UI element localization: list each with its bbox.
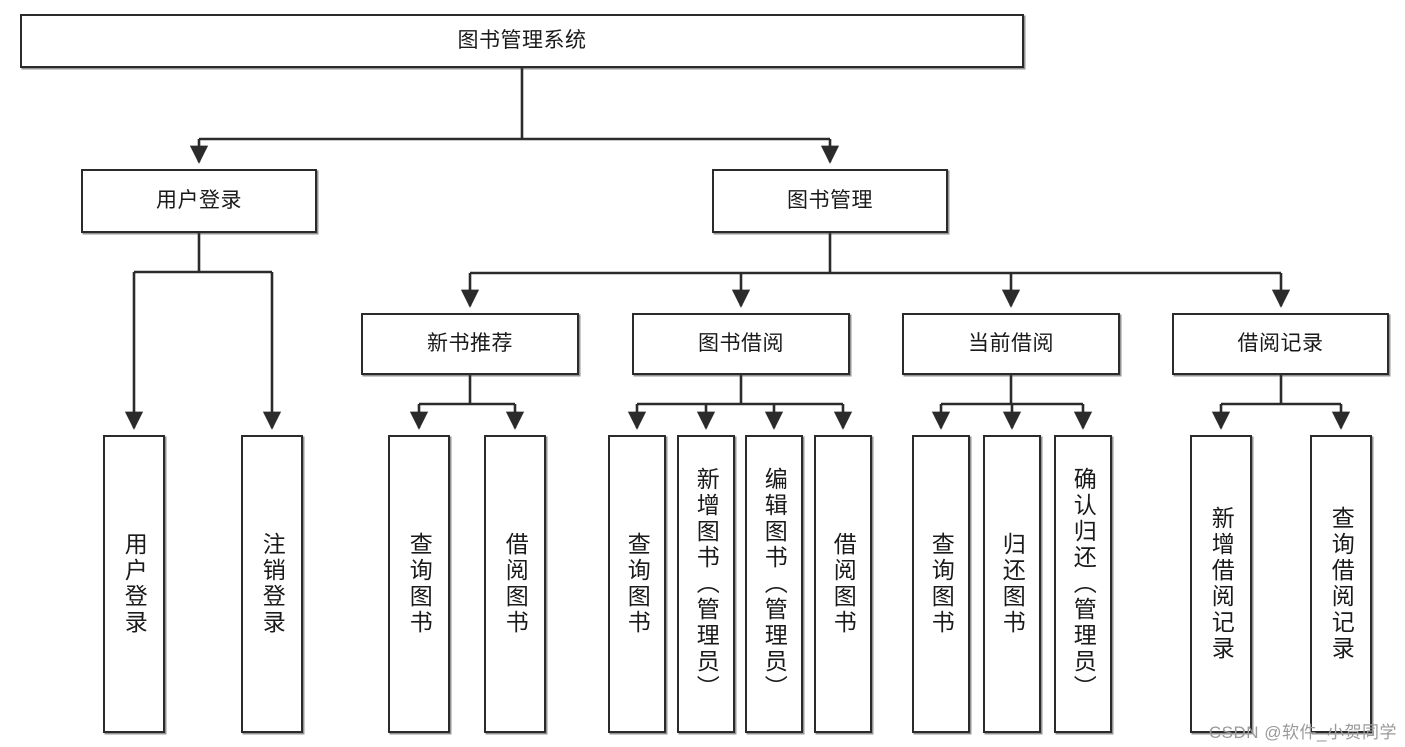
node-leaf-return-book[interactable]: 归还图书 (983, 435, 1041, 733)
node-leaf-logout[interactable]: 注销登录 (241, 435, 303, 733)
node-current-borrow[interactable]: 当前借阅 (902, 313, 1120, 375)
node-root[interactable]: 图书管理系统 (20, 14, 1024, 68)
csdn-watermark: CSDN @软件_小贺同学 (1208, 723, 1397, 742)
node-leaf-user-login[interactable]: 用户登录 (103, 435, 165, 733)
node-leaf-confirm-return[interactable]: 确认归还（管理员） (1054, 435, 1112, 733)
node-new-book-rec-label: 新书推荐 (427, 331, 513, 355)
node-leaf-add-book-label: 新增图书（管理员） (693, 467, 720, 701)
node-leaf-query-book-rec[interactable]: 查询图书 (388, 435, 450, 733)
node-leaf-edit-book-label: 编辑图书（管理员） (761, 467, 788, 701)
node-leaf-add-record-label: 新增借阅记录 (1208, 506, 1235, 662)
node-user-login[interactable]: 用户登录 (81, 169, 317, 233)
node-leaf-query-book-b[interactable]: 查询图书 (608, 435, 666, 733)
node-current-borrow-label: 当前借阅 (968, 331, 1054, 355)
node-borrow-record[interactable]: 借阅记录 (1172, 313, 1389, 375)
node-leaf-logout-label: 注销登录 (259, 532, 286, 636)
node-book-manage-label: 图书管理 (787, 188, 873, 212)
node-leaf-query-book-c[interactable]: 查询图书 (912, 435, 970, 733)
node-borrow-record-label: 借阅记录 (1237, 331, 1324, 355)
node-leaf-borrow-book-rec[interactable]: 借阅图书 (484, 435, 546, 733)
node-leaf-add-record[interactable]: 新增借阅记录 (1190, 435, 1252, 733)
node-leaf-borrow-book-rec-label: 借阅图书 (502, 532, 529, 636)
node-leaf-user-login-label: 用户登录 (121, 532, 148, 636)
node-leaf-edit-book[interactable]: 编辑图书（管理员） (745, 435, 803, 733)
node-leaf-query-book-b-label: 查询图书 (624, 532, 651, 636)
node-leaf-query-book-c-label: 查询图书 (928, 532, 955, 636)
node-user-login-label: 用户登录 (156, 188, 242, 212)
node-leaf-confirm-return-label: 确认归还（管理员） (1070, 467, 1097, 701)
node-leaf-borrow-book-b[interactable]: 借阅图书 (814, 435, 872, 733)
node-leaf-return-book-label: 归还图书 (999, 532, 1026, 636)
node-leaf-borrow-book-b-label: 借阅图书 (830, 532, 857, 636)
node-book-borrow[interactable]: 图书借阅 (632, 313, 850, 375)
node-book-manage[interactable]: 图书管理 (712, 169, 948, 233)
node-book-borrow-label: 图书借阅 (698, 331, 784, 355)
node-leaf-query-record-label: 查询借阅记录 (1328, 506, 1355, 662)
node-leaf-query-book-rec-label: 查询图书 (406, 532, 433, 636)
node-new-book-rec[interactable]: 新书推荐 (361, 313, 579, 375)
node-root-label: 图书管理系统 (457, 28, 587, 52)
node-leaf-query-record[interactable]: 查询借阅记录 (1310, 435, 1372, 733)
node-leaf-add-book[interactable]: 新增图书（管理员） (677, 435, 735, 733)
